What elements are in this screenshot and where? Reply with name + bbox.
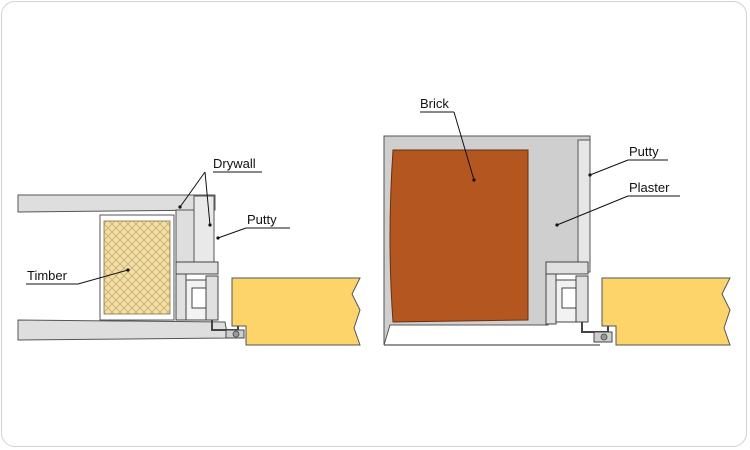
leader-lines	[26, 111, 680, 285]
brick-wall-section	[383, 135, 731, 346]
window-sill-right	[601, 277, 731, 346]
putty-layer-left	[193, 195, 215, 269]
timber-core	[103, 220, 171, 315]
drywall-return	[175, 209, 195, 269]
label-putty-left: Putty	[247, 212, 277, 227]
label-drywall: Drywall	[213, 156, 256, 171]
label-brick: Brick	[420, 96, 449, 111]
label-putty-right: Putty	[629, 144, 659, 159]
putty-strip-right	[577, 139, 591, 273]
label-timber: Timber	[27, 268, 68, 283]
window-profile-right	[545, 261, 613, 343]
label-plaster: Plaster	[629, 180, 670, 195]
drywall-bottom-board	[17, 319, 229, 341]
brick-block	[389, 149, 529, 323]
timber-wall-section	[17, 194, 361, 346]
drywall-top-board	[17, 194, 216, 213]
window-sill-left	[231, 277, 361, 346]
leader-dots	[126, 173, 592, 272]
